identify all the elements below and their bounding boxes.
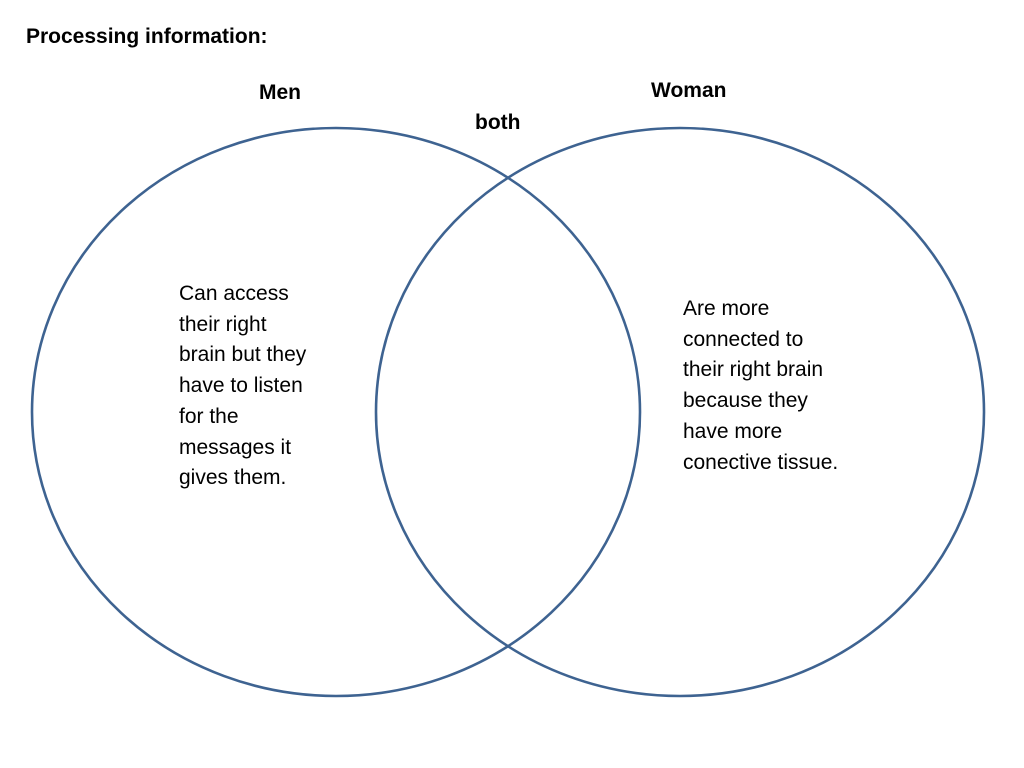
woman-description-line: Are more	[683, 297, 770, 320]
men-description-line: brain but they	[179, 343, 307, 367]
woman-description-line: connected to	[683, 327, 804, 351]
men-description-line: their right	[179, 312, 267, 336]
men-description-line: gives them.	[179, 466, 287, 490]
woman-circle	[374, 126, 986, 698]
men-description-line: messages it	[179, 435, 292, 459]
woman-description: Are more connected to their right brain …	[683, 294, 838, 478]
woman-description-line: conective tissue.	[683, 450, 839, 474]
men-description-line: for the	[179, 404, 239, 428]
men-description-line: Can access	[179, 282, 289, 305]
woman-description-line: because they	[683, 389, 808, 413]
woman-description-line: have more	[683, 419, 783, 443]
woman-description-line: their right brain	[683, 358, 824, 382]
men-label: Men	[259, 81, 301, 104]
men-description: Can access their right brain but they ha…	[179, 279, 306, 494]
woman-label: Woman	[651, 79, 727, 102]
men-description-line: have to listen	[179, 374, 303, 398]
diagram-title: Processing information:	[26, 25, 268, 48]
men-circle	[30, 126, 642, 698]
both-label: both	[475, 111, 521, 134]
